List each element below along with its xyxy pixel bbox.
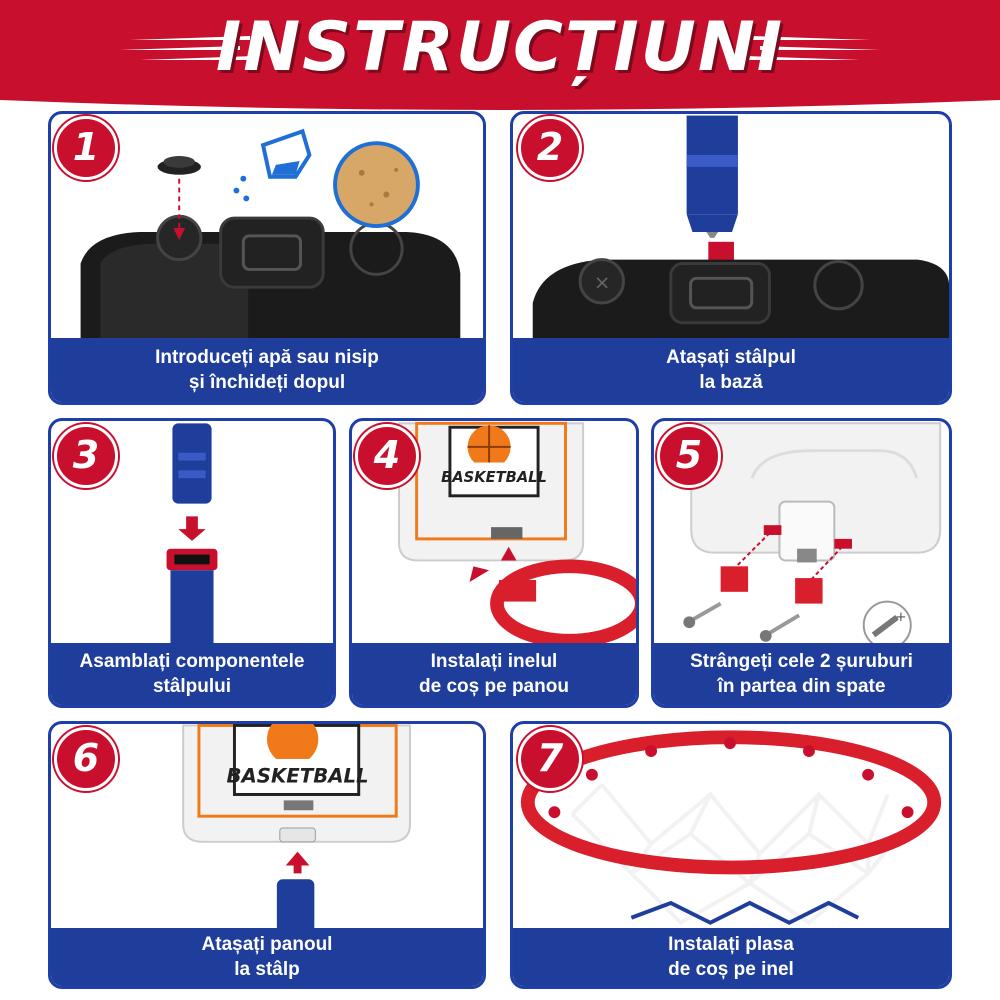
step-caption-line2: la bază <box>699 372 763 393</box>
step-number-6: 6 <box>54 727 118 791</box>
water-base-illustration <box>80 128 461 343</box>
speed-lines-right <box>745 36 880 60</box>
step-caption-line1: Atașați stâlpul <box>666 347 796 368</box>
step-card-6: BASKETBALL Atașați panoul la stâlp <box>48 721 486 989</box>
step-card-3: Asamblați componentele stâlpului <box>48 418 336 708</box>
step-caption-line2: de coș pe inel <box>668 959 794 980</box>
step-caption-4: Instalați inelul de coș pe panou <box>352 643 636 705</box>
step-caption-line1: Instalați plasa <box>668 934 794 955</box>
step-number-4: 4 <box>355 424 419 488</box>
speed-lines-left <box>120 36 255 60</box>
screw-icon <box>759 613 801 642</box>
step-number-3: 3 <box>54 424 118 488</box>
step-number-7: 7 <box>518 727 582 791</box>
step-card-1: Introduceți apă sau nisip și închideți d… <box>48 111 486 405</box>
screws-illustration: + <box>683 422 942 647</box>
step-caption-2: Atașați stâlpul la bază <box>513 338 949 402</box>
backboard-to-pole-illustration: BASKETBALL <box>182 724 411 933</box>
step-caption-line1: Introduceți apă sau nisip <box>155 347 379 368</box>
backboard-label: BASKETBALL <box>227 765 369 788</box>
svg-text:+: + <box>895 609 907 625</box>
page-title: INSTRUCȚIUNI <box>215 8 785 87</box>
step-caption-line1: Strângeți cele 2 șuruburi <box>690 651 913 672</box>
step-card-2: × Atașați stâlpul la bază <box>510 111 952 405</box>
pole-segments-illustration <box>166 423 218 645</box>
step-caption-line2: stâlpului <box>152 676 232 697</box>
step-caption-line2: de coș pe panou <box>419 676 569 697</box>
step-caption-3: Asamblați componentele stâlpului <box>51 643 333 705</box>
step-caption-line2: în partea din spate <box>717 676 886 697</box>
step-card-5: + Strângeți cele 2 șuruburi în partea di… <box>651 418 952 708</box>
net-on-rim-illustration <box>520 730 942 926</box>
step-caption-1: Introduceți apă sau nisip și închideți d… <box>51 338 483 402</box>
svg-text:×: × <box>594 271 611 294</box>
pole-to-base-illustration: × <box>532 115 949 343</box>
step-caption-line2: și închideți dopul <box>188 372 346 393</box>
step-caption-line1: Instalați inelul <box>430 651 558 672</box>
step-caption-5: Strângeți cele 2 șuruburi în partea din … <box>654 643 949 705</box>
step-caption-line1: Asamblați componentele <box>79 651 305 672</box>
step-caption-line1: Atașați panoul <box>201 934 333 955</box>
step-number-5: 5 <box>657 424 721 488</box>
step-number-1: 1 <box>54 116 118 180</box>
rim-to-backboard-illustration: BASKETBALL <box>398 421 636 647</box>
step-caption-6: Atașați panoul la stâlp <box>51 928 483 986</box>
step-number-2: 2 <box>518 116 582 180</box>
banner-wave <box>0 84 1000 110</box>
backboard-label: BASKETBALL <box>441 469 547 486</box>
step-caption-line2: la stâlp <box>234 959 300 980</box>
step-card-7: Instalați plasa de coș pe inel <box>510 721 952 989</box>
screw-icon <box>683 601 722 629</box>
step-caption-7: Instalați plasa de coș pe inel <box>513 928 949 986</box>
